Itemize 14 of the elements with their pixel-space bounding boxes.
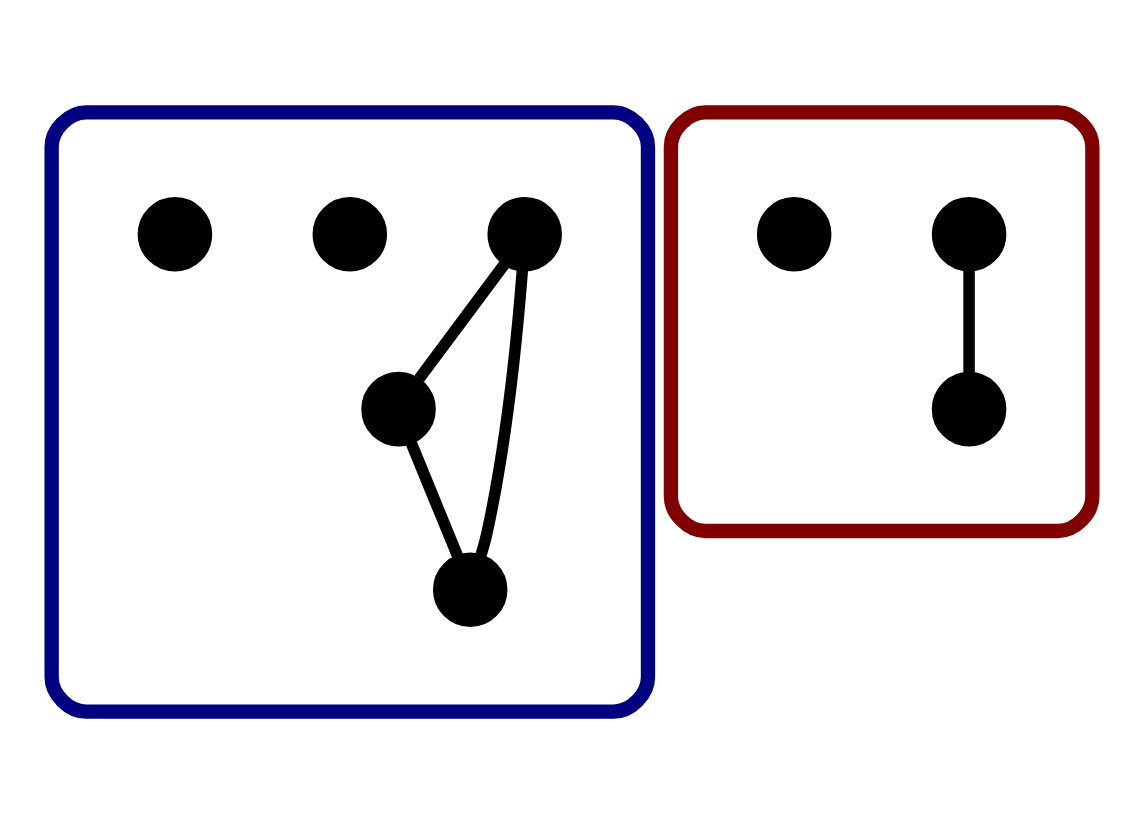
node-circle [312,195,388,271]
node-circle [432,551,508,627]
connector [963,269,975,372]
node-circle [931,195,1007,271]
node-circle [361,370,436,446]
node-circle [931,370,1007,446]
node-circle [487,195,562,271]
node-circle [137,195,213,271]
connector [406,440,463,558]
cluster [44,104,656,718]
node-circle [756,195,832,271]
connector [475,268,529,556]
cluster [663,104,1100,538]
connector [414,259,510,382]
